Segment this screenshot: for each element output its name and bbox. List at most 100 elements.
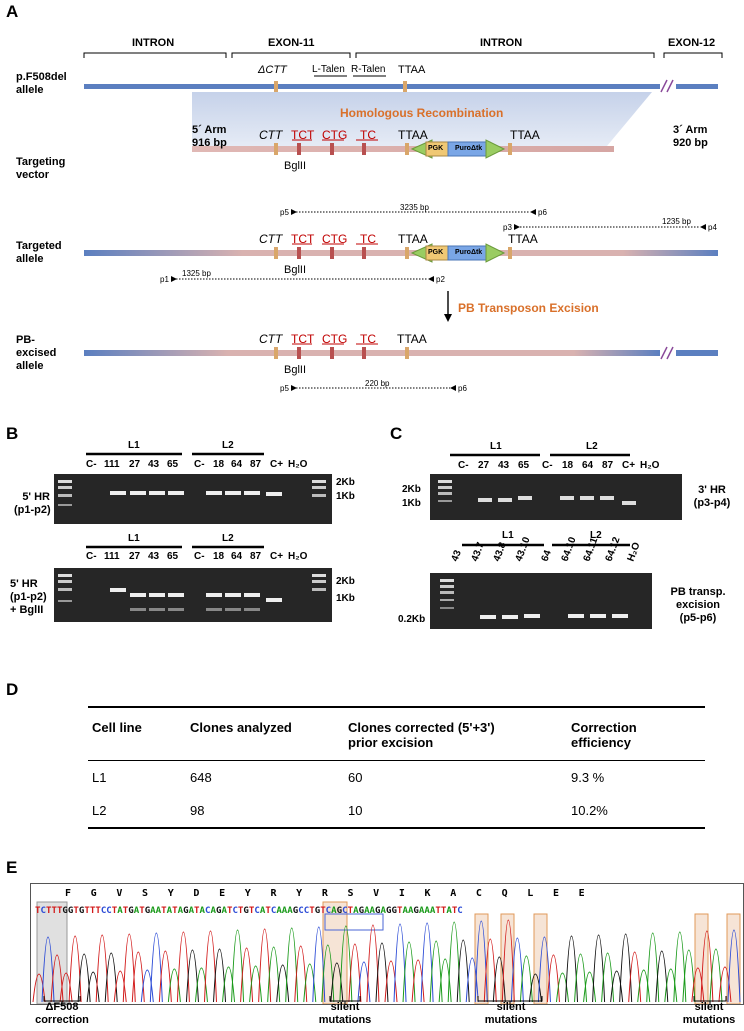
tc-label-2: TC [360,128,376,142]
chromatogram-peak [131,951,145,1003]
lane-label: H₂O [288,459,308,470]
lane-label: 87 [602,460,614,471]
l-talen-label: L-Talen [312,64,345,75]
chromatogram-peak [240,947,254,1003]
th-efficiency: Correction efficiency [567,706,705,761]
chromatogram-box: F G V S Y D E Y R Y R S V I K A C Q L E … [30,883,744,1005]
tc-label-4: TC [360,332,376,346]
chromatogram-peak [276,964,290,1003]
chromatogram [32,901,741,1004]
bglii-label-2: BglII [284,160,307,172]
c-l2-label-2: L2 [590,530,602,541]
tct-label-4: TCT [291,332,315,346]
chromatogram-peak [664,968,678,1003]
chromatogram-peak [510,937,524,1003]
chromatogram-peak [546,954,560,1003]
caption-silent-1: silent mutations [318,1001,372,1026]
chromatogram-peak [194,967,208,1003]
arm-3-label: 3´ Arm 920 bp [673,124,708,149]
row-label-vector: Targeting vector [16,156,66,181]
cell: 10.2% [567,794,705,829]
chromatogram-peak [691,967,705,1003]
chromatogram-peak [727,929,741,1003]
lane-label: 111 [104,459,120,470]
chromatogram-peak [95,934,109,1003]
lane-label: 18 [213,551,225,562]
chromatogram-peak [673,931,687,1003]
puro-label-3: PuroΔtk [455,249,483,256]
th-cell-line: Cell line [88,706,186,761]
lane-label: 111 [104,551,120,562]
chromatogram-peak [68,935,82,1003]
chromatogram-peak [366,924,380,1003]
panel-a-diagram [83,52,723,391]
gel-c1 [430,474,682,520]
lane-label: 27 [129,459,141,470]
arm-5-label: 5´ Arm 916 bp [192,124,227,149]
chromatogram-peak [402,941,416,1003]
c-l2-label: L2 [586,441,598,452]
chromatogram-peak [50,954,64,1003]
chromatogram-peak [555,972,569,1003]
lane-label: 64 [231,551,243,562]
chromatogram-peak [619,933,633,1003]
cell: L1 [92,770,107,785]
chromatogram-peak [465,957,479,1003]
chromatogram-peak [565,935,579,1003]
chromatogram-peak [393,923,407,1003]
ttaa-label-2b: TTAA [510,128,540,142]
panel-e-label: E [6,858,18,877]
chromatogram-peak [158,950,172,1003]
chromatogram-peak [59,972,73,1003]
th-clones-analyzed: Clones analyzed [186,706,344,761]
tct-label-3: TCT [291,232,315,246]
chromatogram-peak [104,952,118,1003]
chromatogram-peak [330,962,344,1003]
targeted-allele-bar [84,250,718,256]
lane-label: 65 [167,551,179,562]
ctg-label-4: CTG [322,332,348,346]
caption-silent-2: silent mutations [484,1001,538,1026]
primer-p2: p2 [436,275,445,284]
delta-ctt-label: ΔCTT [258,64,287,76]
pb-excision-label: PB Transposon Excision [458,301,599,315]
panel-d-label: D [6,680,19,699]
chromatogram-peak [222,966,236,1003]
chromatogram-peak [456,939,470,1003]
lane-label: C- [86,551,97,562]
pgk-label-2: PGK [428,145,444,152]
chromatogram-peak [149,932,163,1003]
primer-p5-b: p5 [280,384,289,393]
lane-label: 64 [582,460,594,471]
lane-label: C+ [270,551,284,562]
lane-label: H₂O [288,551,308,562]
row-label-f508del: p.F508del allele [16,71,67,96]
chromatogram-peak [438,958,452,1003]
table-row: L2 98 10 10.2% [88,794,705,829]
lane-label: 18 [213,459,225,470]
panel-a-label: A [6,2,19,21]
chromatogram-peak [185,949,199,1003]
c-gel1-label: 3' HR (p3-p4) [693,484,731,509]
primer-p3: p3 [503,223,512,232]
cell: L2 [88,794,186,829]
chromatogram-peak [610,970,624,1003]
chromatogram-peak [709,948,723,1003]
c-l1-label-2: L1 [502,530,514,541]
row-label-targeted: Targeted allele [16,240,62,265]
primer-p5-a: p5 [280,208,289,217]
b-1kb: 1Kb [336,491,355,502]
ctt-label-4: CTT [259,332,283,346]
tc-label-3: TC [360,232,376,246]
chromatogram-peak [601,952,615,1003]
chromatogram-peak [655,950,669,1003]
chromatogram-peak [231,929,245,1003]
chromatogram-peak [384,960,398,1003]
chromatogram-peak [583,971,597,1003]
lane-label: 43 [148,459,160,470]
chromatogram-peak [249,965,263,1003]
chromatogram-peak [167,968,181,1003]
row-label-excised: PB- excised allele [16,334,57,372]
chromatogram-peak [375,942,389,1003]
c-gel2-label: PB transp. excision (p5-p6) [670,586,726,624]
